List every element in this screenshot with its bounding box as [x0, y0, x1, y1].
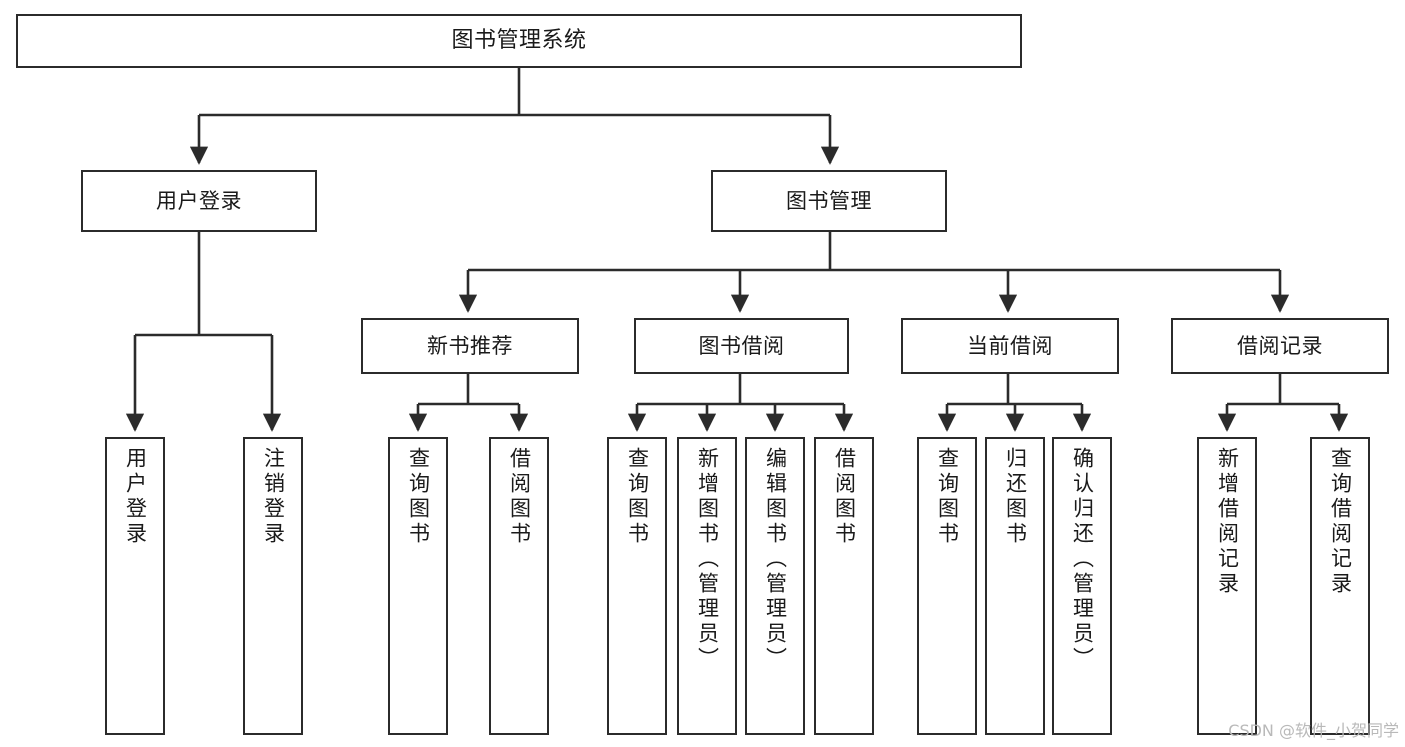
node-leaf-add-borrow-record[interactable]: 新增借阅记录	[1197, 437, 1257, 735]
node-new-book-recommend-label: 新书推荐	[427, 333, 513, 358]
node-leaf-user-login[interactable]: 用户登录	[105, 437, 165, 735]
node-leaf-return-book-label: 归还图书	[1003, 447, 1028, 547]
node-user-login-label: 用户登录	[156, 188, 242, 213]
node-new-book-recommend[interactable]: 新书推荐	[361, 318, 579, 374]
node-current-borrow-label: 当前借阅	[967, 333, 1053, 358]
node-leaf-query-borrow-record-label: 查询借阅记录	[1328, 447, 1353, 597]
node-book-borrow-label: 图书借阅	[698, 333, 785, 358]
watermark: CSDN @软件_小贺同学	[1228, 721, 1399, 740]
node-book-borrow[interactable]: 图书借阅	[634, 318, 849, 374]
node-leaf-query-book-current-label: 查询图书	[935, 447, 960, 547]
node-leaf-borrow-book-recommend[interactable]: 借阅图书	[489, 437, 549, 735]
node-user-login[interactable]: 用户登录	[81, 170, 317, 232]
node-leaf-confirm-return-admin-label: 确认归还（管理员）	[1070, 447, 1095, 672]
node-leaf-borrow-book[interactable]: 借阅图书	[814, 437, 874, 735]
node-leaf-query-book-current[interactable]: 查询图书	[917, 437, 977, 735]
node-leaf-add-book-admin[interactable]: 新增图书（管理员）	[677, 437, 737, 735]
node-leaf-confirm-return-admin[interactable]: 确认归还（管理员）	[1052, 437, 1112, 735]
node-leaf-logout-label: 注销登录	[261, 447, 286, 547]
node-leaf-add-borrow-record-label: 新增借阅记录	[1215, 447, 1240, 597]
node-root-label: 图书管理系统	[451, 28, 587, 54]
node-root[interactable]: 图书管理系统	[16, 14, 1022, 68]
node-leaf-query-book-borrow[interactable]: 查询图书	[607, 437, 667, 735]
node-book-manage-label: 图书管理	[786, 188, 872, 213]
node-current-borrow[interactable]: 当前借阅	[901, 318, 1119, 374]
node-leaf-add-book-admin-label: 新增图书（管理员）	[695, 447, 720, 672]
node-leaf-query-book-borrow-label: 查询图书	[625, 447, 650, 547]
node-leaf-return-book[interactable]: 归还图书	[985, 437, 1045, 735]
node-leaf-edit-book-admin[interactable]: 编辑图书（管理员）	[745, 437, 805, 735]
node-leaf-query-book-recommend[interactable]: 查询图书	[388, 437, 448, 735]
node-leaf-borrow-book-label: 借阅图书	[832, 447, 857, 547]
node-leaf-logout[interactable]: 注销登录	[243, 437, 303, 735]
node-leaf-user-login-label: 用户登录	[123, 447, 148, 547]
node-book-manage[interactable]: 图书管理	[711, 170, 947, 232]
node-leaf-query-borrow-record[interactable]: 查询借阅记录	[1310, 437, 1370, 735]
node-leaf-edit-book-admin-label: 编辑图书（管理员）	[763, 447, 788, 672]
node-borrow-record[interactable]: 借阅记录	[1171, 318, 1389, 374]
node-borrow-record-label: 借阅记录	[1237, 333, 1323, 358]
node-leaf-query-book-recommend-label: 查询图书	[406, 447, 431, 547]
node-leaf-borrow-book-recommend-label: 借阅图书	[507, 447, 532, 547]
